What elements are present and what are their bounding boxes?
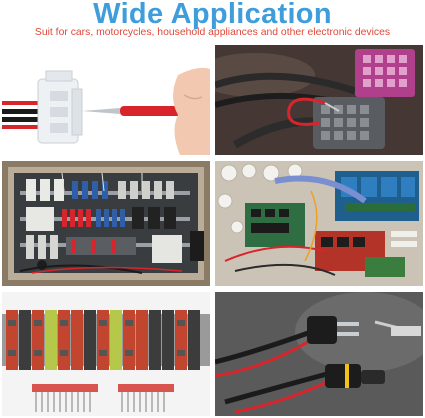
page-subtitle: Suit for cars, motorcycles, household ap… — [34, 27, 391, 38]
car-connector-photo — [215, 45, 423, 155]
waterproof-connector-photo — [215, 292, 423, 416]
relay-board-photo — [215, 161, 423, 286]
electrical-cabinet-photo — [2, 161, 210, 286]
terminal-blocks-photo — [2, 292, 210, 416]
terminal-removal-tool-photo — [2, 45, 210, 155]
page-title: Wide Application — [93, 0, 332, 30]
